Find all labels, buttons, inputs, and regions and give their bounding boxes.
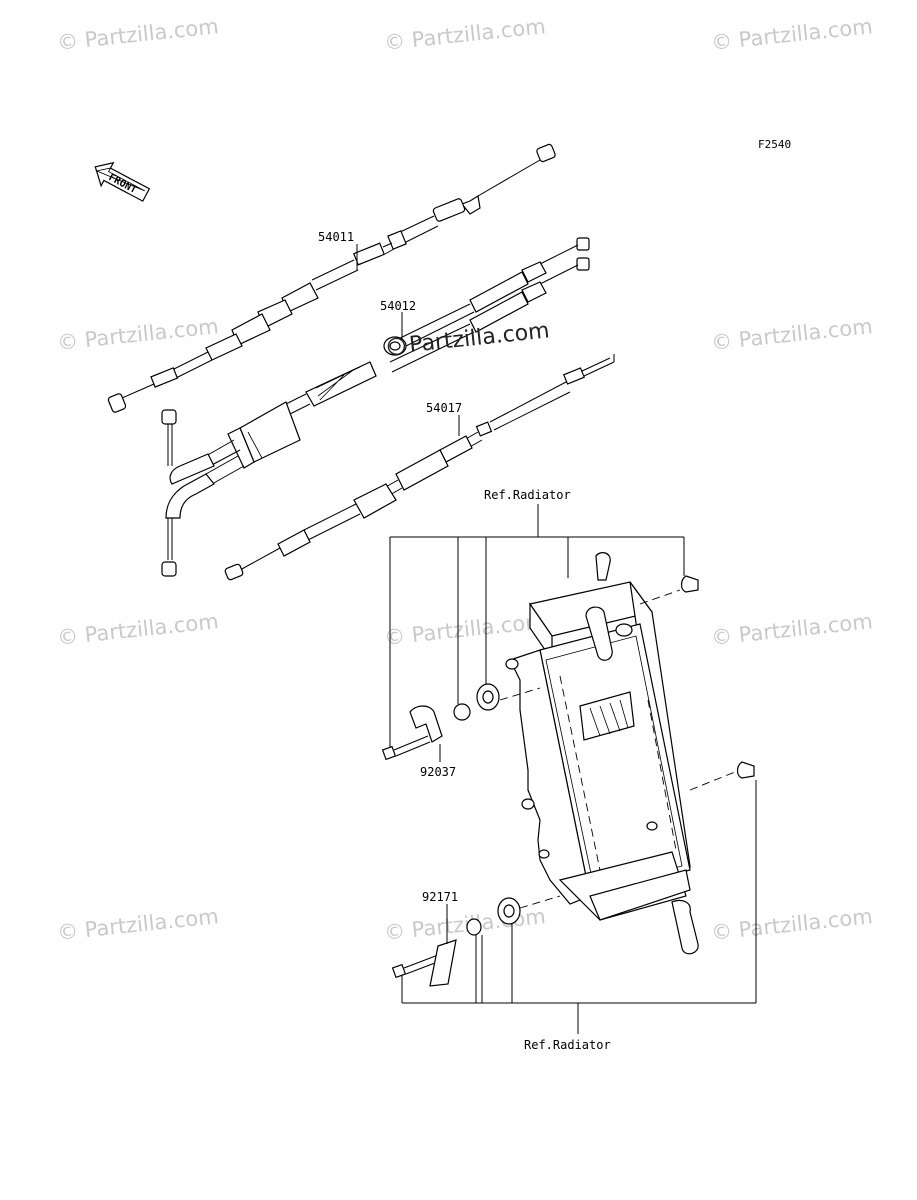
watermark: © Partzilla.com [56, 904, 220, 945]
watermark: © Partzilla.com [383, 609, 547, 650]
part-number-54011[interactable]: 54011 [318, 230, 354, 244]
watermark: © Partzilla.com [56, 609, 220, 650]
ref-radiator-bottom: Ref.Radiator [524, 1038, 611, 1052]
watermark: © Partzilla.com [56, 14, 220, 55]
leader-lines [356, 244, 757, 1034]
watermark: © Partzilla.com [383, 14, 547, 55]
part-number-54012[interactable]: 54012 [380, 299, 416, 313]
cable-54011 [107, 143, 556, 413]
part-number-92171[interactable]: 92171 [422, 890, 458, 904]
part-number-92037[interactable]: 92037 [420, 765, 456, 779]
cable-54012 [161, 237, 590, 577]
watermark: © Partzilla.com [383, 904, 547, 945]
ref-radiator-top: Ref.Radiator [484, 488, 571, 502]
figure-code: F2540 [758, 138, 791, 151]
watermark: © Partzilla.com [710, 314, 874, 355]
part-number-54017[interactable]: 54017 [426, 401, 462, 415]
cable-54017 [224, 354, 615, 581]
hardware [381, 575, 755, 987]
watermark: © Partzilla.com [710, 904, 874, 945]
watermark: © Partzilla.com [710, 609, 874, 650]
watermark: © Partzilla.com [56, 314, 220, 355]
watermark: © Partzilla.com [710, 14, 874, 55]
radiator [499, 552, 741, 955]
front-arrow-icon: FRONT [94, 161, 151, 202]
